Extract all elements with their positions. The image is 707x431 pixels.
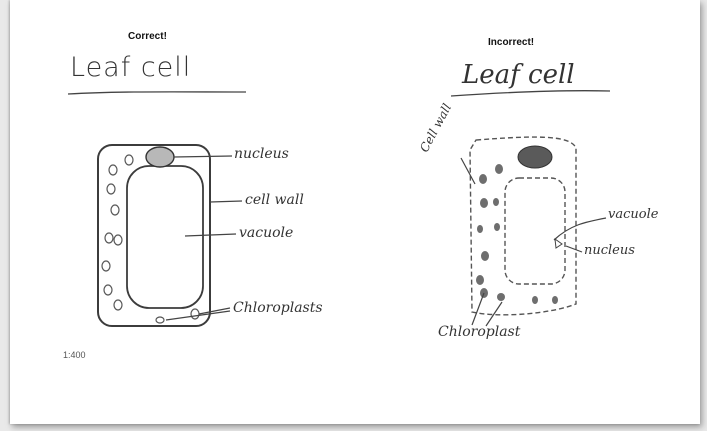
right-label-vacuole: vacuole xyxy=(608,207,658,222)
left-label-nucleus: nucleus xyxy=(234,146,289,162)
right-label-chloroplast: Chloroplast xyxy=(438,324,520,340)
right-title-underline xyxy=(451,91,610,96)
diagram-canvas xyxy=(10,0,700,424)
right-title: Leaf cell xyxy=(462,60,575,90)
left-chloroplasts xyxy=(102,155,199,323)
incorrect-heading: Incorrect! xyxy=(488,37,534,48)
left-vacuole xyxy=(127,166,203,308)
right-chloroplasts xyxy=(476,164,558,304)
right-vacuole xyxy=(505,178,565,284)
right-label-nucleus: nucleus xyxy=(584,243,635,258)
left-label-vacuole: vacuole xyxy=(239,225,293,241)
worksheet: Correct! Leaf cell xyxy=(10,0,700,424)
right-nucleus xyxy=(518,146,552,168)
left-nucleus xyxy=(146,147,174,167)
scale-label: 1:400 xyxy=(63,350,86,360)
left-label-cell-wall: cell wall xyxy=(245,192,304,208)
right-arrowhead xyxy=(555,239,562,248)
left-title-underline xyxy=(68,92,246,94)
left-pointer-lines xyxy=(166,156,242,320)
left-label-chloroplasts: Chloroplasts xyxy=(233,300,323,316)
